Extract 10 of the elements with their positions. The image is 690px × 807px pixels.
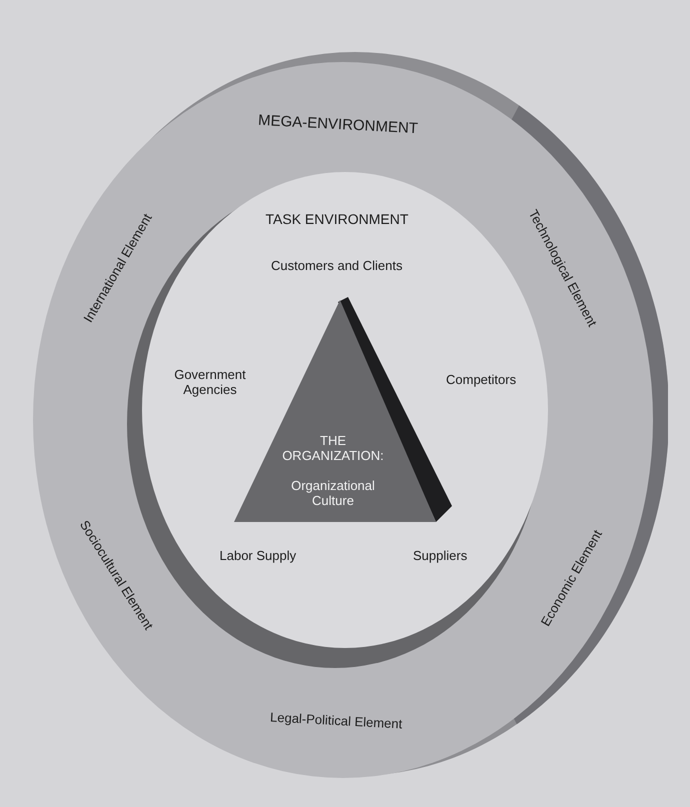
segment-label: Labor Supply <box>220 548 296 564</box>
segment-label: Government Agencies <box>173 368 247 398</box>
heading: MEGA-ENVIRONMENT <box>258 111 418 137</box>
segment-label: Customers and Clients <box>271 258 402 274</box>
element-label: Legal-Political Element <box>270 710 403 732</box>
segment-label: Competitors <box>446 372 516 388</box>
organization-label: THE ORGANIZATION: <box>281 434 385 464</box>
heading: TASK ENVIRONMENT <box>266 211 408 228</box>
organization-label: Organizational Culture <box>290 479 376 509</box>
segment-label: Suppliers <box>413 548 468 564</box>
